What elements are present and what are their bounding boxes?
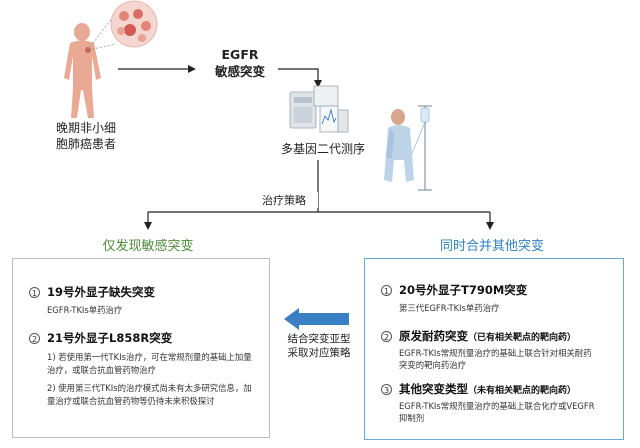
zoom-line [87, 43, 117, 51]
item-number-badge: 2 [29, 333, 40, 344]
zoom-line [87, 17, 113, 51]
treatment-strategy-label: 治疗策略 [262, 192, 318, 208]
left-item-2-desc-4: 量治疗或联合抗血管药物等仍待未来积极探讨 [47, 396, 215, 406]
right-item-2-desc-2: 突变的靶向药治疗 [399, 360, 466, 370]
middle-arrow-label: 结合突变亚型 采取对应策略 [282, 332, 356, 360]
left-item-1-desc: EGFR-TKIs单药治疗 [47, 305, 123, 315]
left-item-2-title: 21号外显子L858R突变 [47, 331, 173, 345]
right-branch-title: 同时合并其他突变 [439, 239, 544, 254]
left-box: 1 19号外显子缺失突变 EGFR-TKIs单药治疗 2 21号外显子L858R… [12, 258, 270, 438]
middle-arrow-label-line1: 结合突变亚型 [287, 333, 351, 345]
left-item-2-desc-2: 治疗，或联合抗血管药物治疗 [47, 365, 156, 375]
right-item-2-title: 原发耐药突变（已有相关靶点的靶向药） [399, 328, 576, 344]
left-branch-title: 仅发现敏感突变 [102, 239, 194, 254]
egfr-label: EGFR 敏感突变 [204, 46, 276, 80]
right-item-2-title-note: （已有相关靶点的靶向药） [468, 333, 577, 343]
item-number-badge: 3 [381, 384, 392, 395]
middle-arrow-label-line2: 采取对应策略 [287, 347, 351, 359]
tumor-cells-icon [110, 0, 158, 48]
patient-label-line2: 胞肺癌患者 [55, 137, 116, 151]
ngs-label: 多基因二代测序 [280, 142, 365, 156]
patient-with-iv-icon [384, 105, 432, 191]
right-item-3-title-main: 其他突变类型 [399, 382, 468, 396]
item-number-badge: 1 [381, 285, 392, 296]
right-box: 1 20号外显子T790M突变 第三代EGFR-TKIs单药治疗 2 原发耐药突… [364, 258, 624, 440]
blue-left-arrow [284, 308, 349, 330]
patient-figure-icon [64, 23, 101, 118]
right-item-3-desc-1: EGFR-TKIs常规剂量治疗的基础上联合化疗或VEGFR [399, 401, 595, 411]
arrow-to-ngs [278, 68, 319, 82]
right-item-2-title-main: 原发耐药突变 [399, 329, 468, 343]
right-item-2-desc-1: EGFR-TKIs常规剂量治疗的基础上联合针对相关耐药 [399, 348, 592, 358]
right-item-1-title: 20号外显子T790M突变 [399, 283, 528, 297]
egfr-label-line1: EGFR [221, 47, 259, 62]
right-item-1-desc: 第三代EGFR-TKIs单药治疗 [399, 303, 500, 313]
right-item-3-title: 其他突变类型（未有相关靶点的靶向药） [399, 381, 576, 397]
left-item-2-desc-1: 1) 若使用第一代TKIs治疗，可在常规剂量的基础上加量 [47, 352, 252, 362]
patient-label: 晚期非小细 胞肺癌患者 [46, 120, 126, 152]
sequencer-icon [289, 85, 349, 133]
item-number-badge: 2 [381, 331, 392, 342]
item-number-badge: 1 [29, 287, 40, 298]
left-item-1-title: 19号外显子缺失突变 [47, 285, 156, 299]
right-item-3-desc-2: 抑制剂 [399, 413, 425, 423]
egfr-label-line2: 敏感突变 [214, 64, 265, 79]
right-item-3-title-note: （未有相关靶点的靶向药） [468, 386, 577, 396]
left-item-2-desc-3: 2) 使用第三代TKIs的治疗模式尚未有太多研究信息，加 [47, 383, 252, 393]
patient-label-line1: 晚期非小细 [55, 121, 116, 135]
